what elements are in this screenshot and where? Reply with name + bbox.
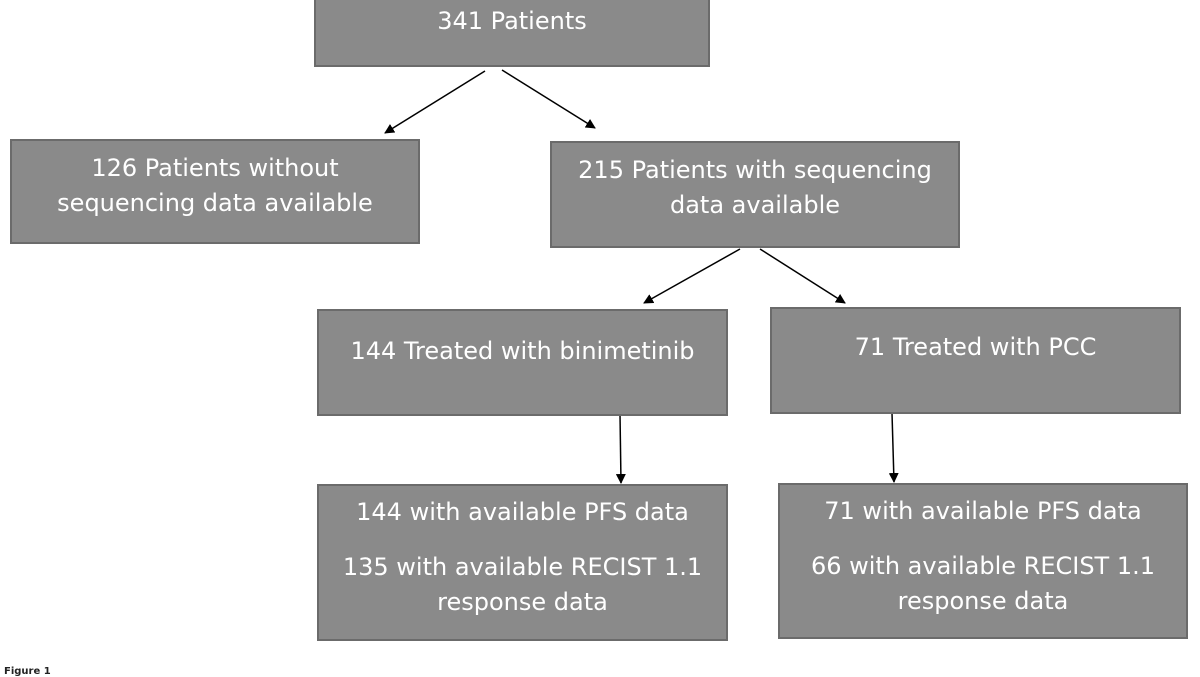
binimetinib-pfs-text: 144 with available PFS data — [356, 498, 689, 526]
arrow-with-to-pcc — [759, 248, 846, 304]
node-binimetinib-label: 144 Treated with binimetinib — [350, 337, 695, 365]
node-with-sequencing-line2: data available — [669, 190, 840, 219]
arrow-root-to-with — [501, 69, 596, 129]
node-without-sequencing-line2: sequencing data available — [57, 188, 373, 217]
node-binimetinib-outcomes: 144 with available PFS data 135 with ava… — [317, 484, 728, 641]
node-pcc-outcomes: 71 with available PFS data 66 with avail… — [778, 483, 1188, 639]
arrow-binimetinib-to-outcomes — [615, 413, 626, 484]
node-pcc-label: 71 Treated with PCC — [854, 333, 1097, 361]
arrow-with-to-binimetinib — [643, 248, 741, 304]
node-pcc: 71 Treated with PCC — [770, 307, 1181, 414]
node-with-sequencing: 215 Patients with sequencing data availa… — [550, 141, 960, 248]
spacer — [780, 529, 1186, 549]
node-without-sequencing-line1: 126 Patients without — [91, 154, 339, 182]
node-binimetinib: 144 Treated with binimetinib — [317, 309, 728, 416]
arrow-pcc-to-outcomes — [888, 412, 899, 483]
binimetinib-recist-line2: response data — [437, 587, 608, 616]
pcc-recist-line1: 66 with available RECIST 1.1 — [810, 551, 1156, 580]
pcc-pfs-text: 71 with available PFS data — [824, 497, 1142, 525]
spacer — [319, 530, 726, 550]
binimetinib-recist-line1: 135 with available RECIST 1.1 — [342, 552, 703, 581]
node-without-sequencing: 126 Patients without sequencing data ava… — [10, 139, 420, 244]
pcc-recist-line2: response data — [897, 586, 1069, 615]
node-all-patients-label: 341 Patients — [437, 7, 587, 35]
arrow-root-to-without — [384, 70, 486, 134]
node-with-sequencing-line1: 215 Patients with sequencing — [578, 156, 932, 184]
figure-caption: Figure 1 — [4, 666, 51, 677]
node-all-patients: 341 Patients — [314, 0, 710, 67]
